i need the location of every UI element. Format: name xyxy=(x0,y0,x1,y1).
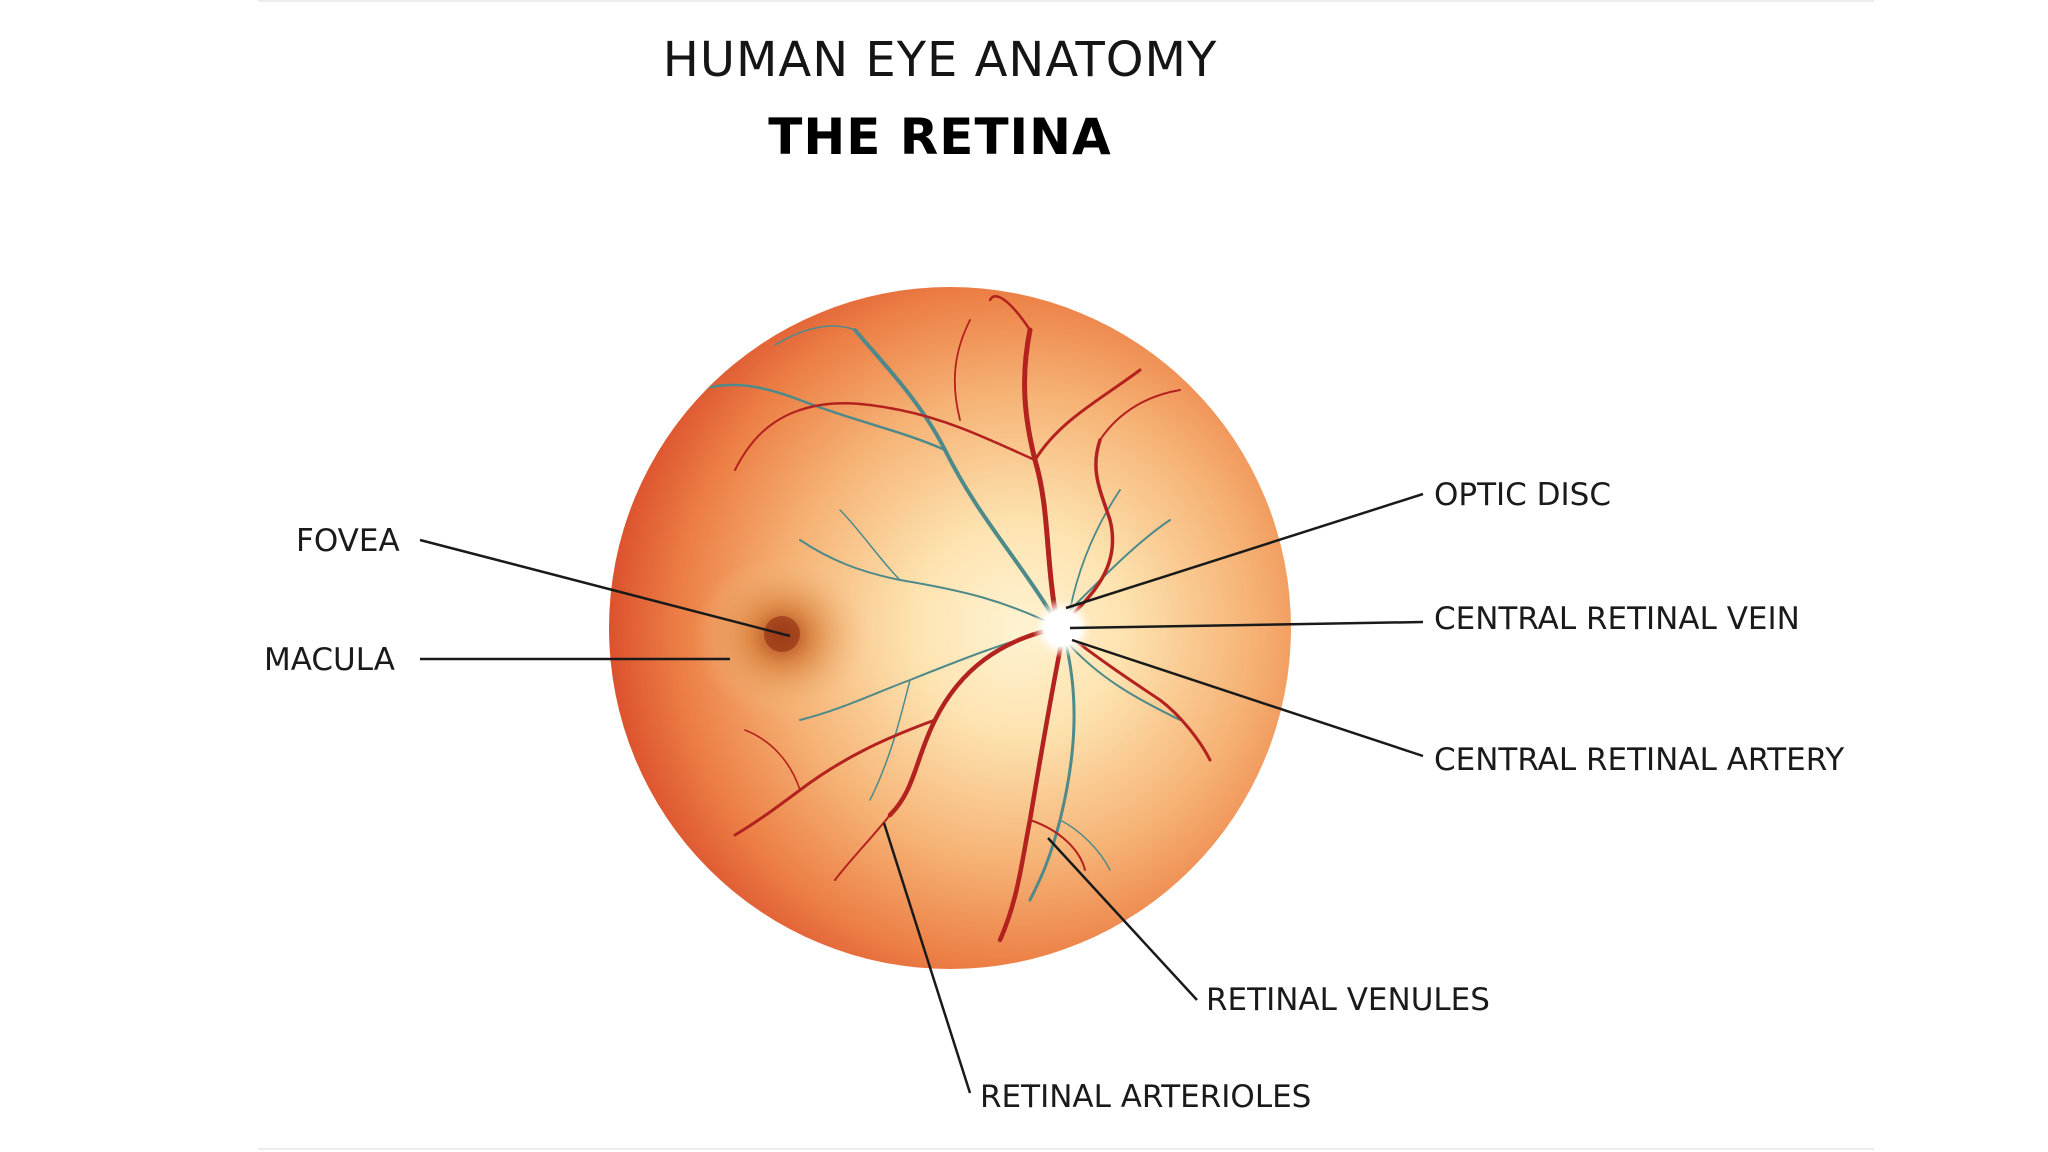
top-border xyxy=(258,0,1874,2)
macula-label: MACULA xyxy=(264,642,395,678)
retinal-arterioles-label: RETINAL ARTERIOLES xyxy=(980,1079,1311,1115)
bottom-border xyxy=(258,1148,1874,1150)
arteriole-network xyxy=(733,295,1212,943)
optic-disc-leader-line xyxy=(1065,492,1424,610)
leader-lines xyxy=(419,492,1424,1094)
retinal-arterioles-leader-line xyxy=(882,822,972,1094)
optic-disc-label: OPTIC DISC xyxy=(1434,477,1611,513)
diagram-title: HUMAN EYE ANATOMY xyxy=(662,32,1218,88)
retina-fundus xyxy=(609,287,1291,969)
fovea-label: FOVEA xyxy=(296,523,400,559)
fovea-leader-line xyxy=(419,538,791,638)
diagram-subtitle: THE RETINA xyxy=(768,108,1112,166)
venule-network xyxy=(698,325,1181,902)
retinal-venules-label: RETINAL VENULES xyxy=(1206,982,1490,1018)
optic-disc xyxy=(1032,598,1092,658)
central-retinal-vein-label: CENTRAL RETINAL VEIN xyxy=(1434,601,1800,637)
central-retinal-artery-leader-line xyxy=(1071,638,1424,758)
central-retinal-vein-leader-line xyxy=(1069,620,1424,630)
central-retinal-artery-label: CENTRAL RETINAL ARTERY xyxy=(1434,742,1844,778)
retinal-venules-leader-line xyxy=(1047,837,1198,1001)
